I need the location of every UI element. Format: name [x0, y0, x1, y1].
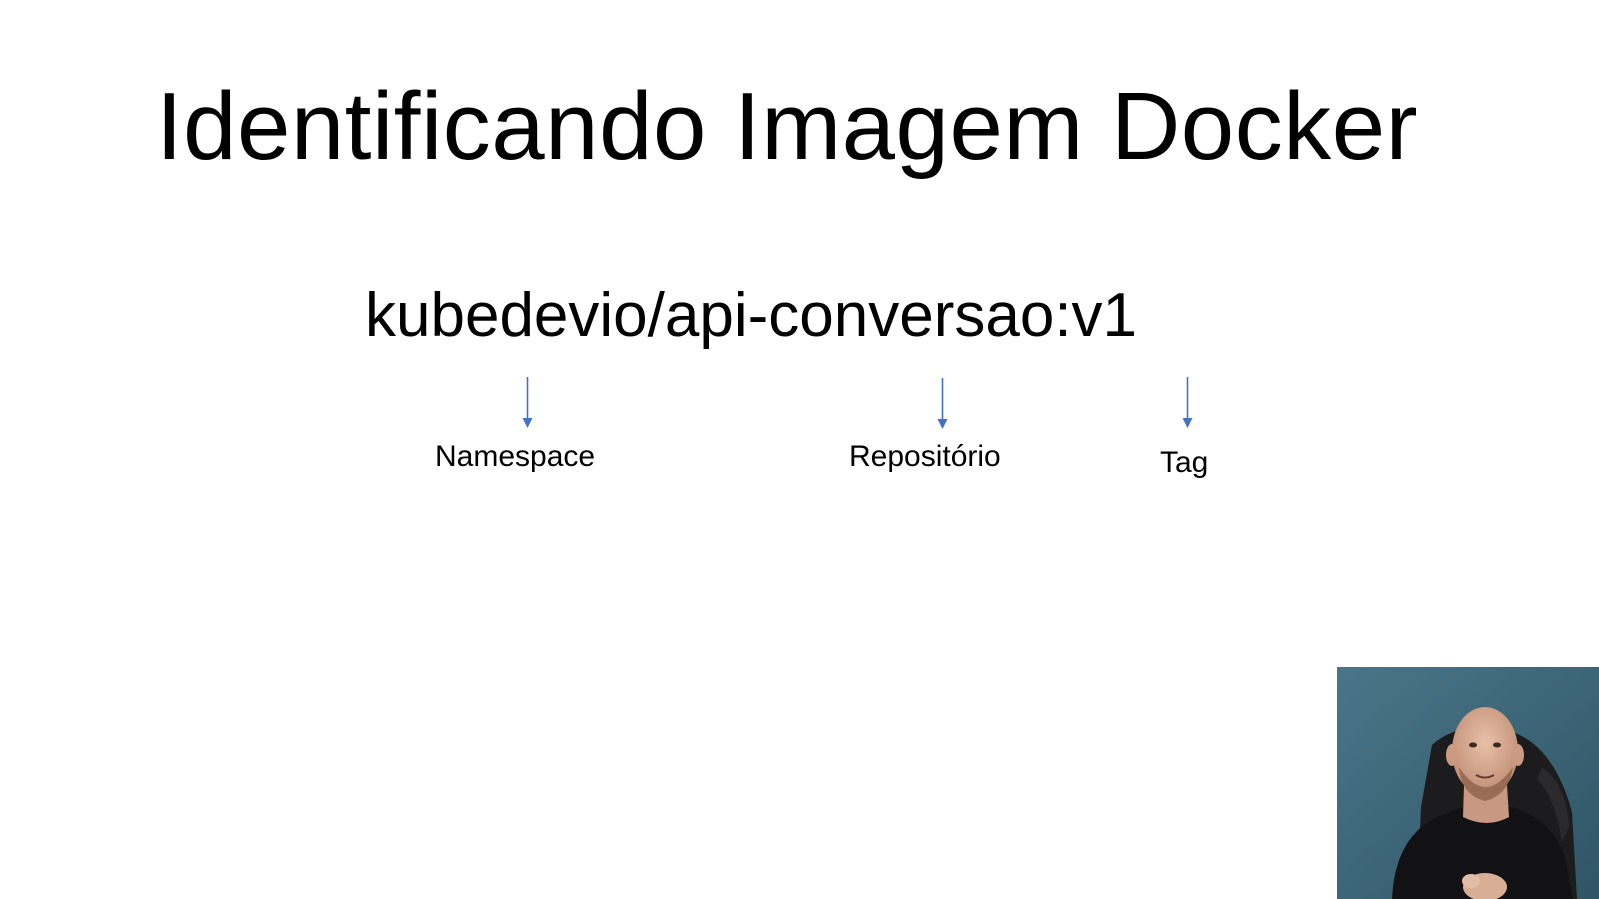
arrow-down-tag-icon	[1182, 377, 1193, 428]
arrow-down-repository-icon	[937, 378, 948, 429]
docker-image-reference: kubedevio/api-conversao:v1	[365, 281, 1138, 350]
label-repository: Repositório	[849, 440, 1001, 473]
presenter-webcam	[1337, 667, 1599, 899]
label-namespace: Namespace	[435, 440, 596, 473]
label-tag: Tag	[1160, 446, 1209, 479]
arrow-down-namespace-icon	[522, 377, 533, 428]
presenter-video-icon	[1337, 667, 1599, 899]
slide-title: Identificando Imagem Docker	[155, 73, 1419, 180]
